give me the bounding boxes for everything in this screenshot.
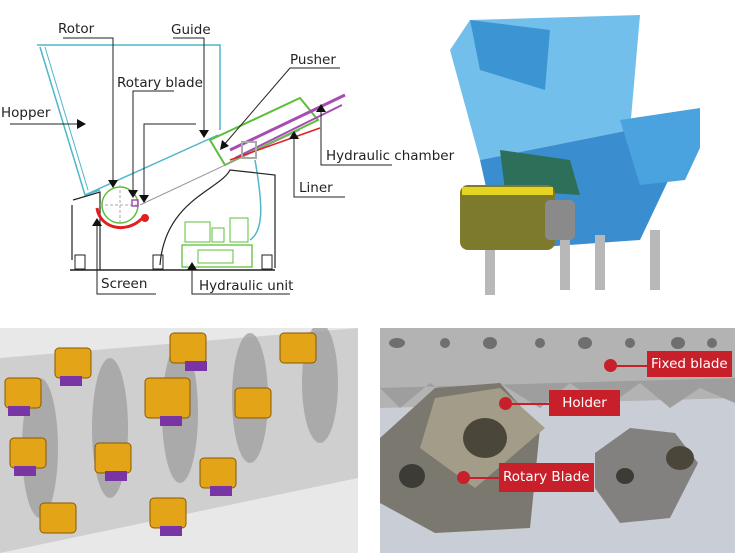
tag-fixed-blade: Fixed blade xyxy=(647,351,732,377)
label-pusher: Pusher xyxy=(290,52,336,68)
label-hopper: Hopper xyxy=(1,105,51,121)
label-hydraulic-chamber: Hydraulic chamber xyxy=(326,148,455,164)
tag-rotary-blade: Rotary Blade xyxy=(499,463,594,492)
label-liner: Liner xyxy=(299,180,333,196)
label-hydraulic-unit: Hydraulic unit xyxy=(199,278,294,294)
label-screen: Screen xyxy=(101,276,148,292)
shredder-schematic: Rotor Guide Pusher Rotary blade Hopper H… xyxy=(0,0,460,300)
tag-holder: Holder xyxy=(549,390,620,416)
rotor-blades-render xyxy=(0,328,358,553)
shredder-3d-render xyxy=(440,10,700,302)
rotor-drawing xyxy=(0,328,358,553)
blade-photo: Fixed blade Holder Rotary Blade xyxy=(380,328,735,553)
label-rotary-blade: Rotary blade xyxy=(117,75,203,91)
label-rotor: Rotor xyxy=(58,21,95,37)
render-drawing xyxy=(450,15,700,295)
label-guide: Guide xyxy=(171,22,211,38)
schematic-drawing xyxy=(10,37,392,295)
